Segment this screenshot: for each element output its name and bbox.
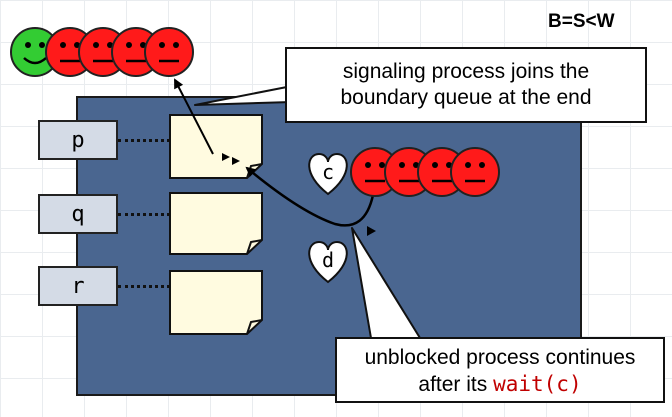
top-queue [10,27,194,77]
sad-face-icon [450,147,500,197]
heart-icon-c [308,152,348,196]
note-icon-r [169,270,263,335]
callout-top: signaling process joins the boundary que… [285,47,647,123]
code-wait-c: wait(c) [493,372,582,396]
title-label: B=S<W [548,11,615,32]
queue-c [350,147,500,197]
heart-icon-d [308,240,348,284]
connector-q [118,213,170,216]
arrow-to-top-queue [174,78,214,155]
callout-bottom: unblocked process continues after its wa… [335,337,665,403]
callout-bottom-pointer [351,227,421,339]
variable-label-r: r [38,266,118,306]
callout-bottom-line2: after its wait(c) [337,371,663,398]
variable-label-q: q [38,194,118,234]
connector-r [118,285,170,288]
callout-top-line2: boundary queue at the end [340,86,592,109]
queue-c-label: c [322,160,334,184]
queue-d-label: d [322,248,334,272]
small-arrow-icon [232,157,240,165]
callout-bottom-line1: unblocked process continues [364,346,636,369]
curve-arrow [245,166,375,227]
variable-label-q-text: q [71,201,85,227]
note-icon-q [169,192,263,255]
sad-face-icon [144,27,194,77]
callout-top-line1: signaling process joins the [342,60,590,83]
callout-bottom-line2-prefix: after its [418,373,494,396]
variable-label-r-text: r [71,273,85,299]
small-arrow-icon [222,153,230,161]
variable-label-p-text: p [71,127,85,153]
variable-label-p: p [38,120,118,160]
small-arrow-icon [367,226,376,236]
connector-p [118,139,170,142]
callout-top-pointer [194,85,293,106]
